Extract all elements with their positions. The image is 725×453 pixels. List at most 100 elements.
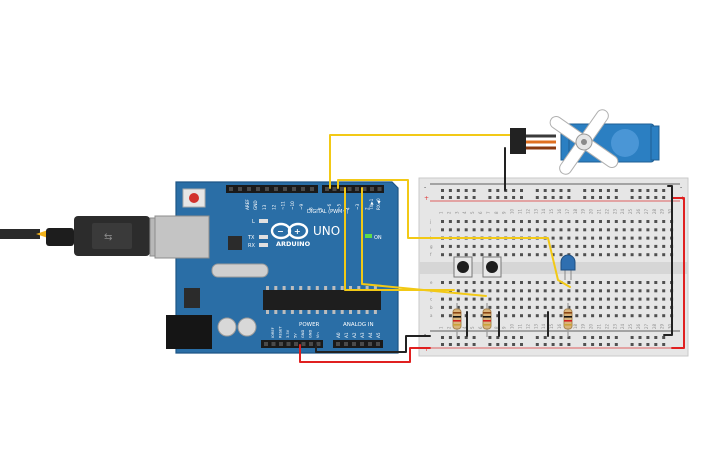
terminal-hole (654, 289, 658, 293)
terminal-hole (630, 228, 634, 232)
terminal-hole (599, 228, 602, 232)
row-letter: g (430, 244, 433, 249)
wires (299, 134, 685, 363)
terminal-hole (614, 236, 618, 240)
digital-header-high (226, 185, 318, 193)
column-number: 26 (636, 208, 641, 214)
rail-hole (599, 196, 602, 199)
terminal-hole (662, 297, 666, 301)
mcu-pin (365, 310, 369, 314)
breadboard[interactable]: - + - + - + 1122334455667788991010111112… (418, 177, 689, 357)
terminal-hole (567, 236, 571, 240)
rail-hole (448, 343, 452, 346)
terminal-hole (662, 289, 666, 293)
terminal-hole (472, 314, 476, 318)
terminal-hole (456, 253, 460, 257)
terminal-hole (646, 253, 650, 257)
terminal-hole (559, 289, 563, 293)
rail-hole (456, 189, 460, 192)
terminal-hole (662, 244, 666, 248)
rail-hole (599, 336, 602, 339)
rail-hole (614, 336, 618, 339)
terminal-hole (456, 228, 460, 232)
terminal-hole (496, 281, 500, 284)
mcu-pin (340, 286, 344, 290)
header-hole (274, 187, 278, 191)
terminal-hole (527, 297, 531, 301)
column-number: 11 (518, 208, 523, 214)
terminal-hole (472, 289, 476, 293)
digital-pin-label: ~5 (336, 203, 341, 210)
terminal-hole (606, 305, 610, 309)
terminal-hole (575, 220, 579, 223)
analog-pin-label: A4 (368, 332, 373, 338)
wire-rail-minus-jumper[interactable] (663, 185, 673, 336)
rail-hole (559, 336, 563, 339)
terminal-hole (559, 220, 563, 223)
terminal-hole (472, 228, 476, 232)
pushbutton-2[interactable] (482, 256, 502, 278)
resistor[interactable] (452, 303, 462, 337)
digital-pin-label: ~11 (281, 201, 286, 210)
mcu-pin (365, 286, 369, 290)
rail-hole (567, 343, 571, 346)
terminal-hole (614, 314, 618, 318)
terminal-hole (488, 305, 492, 309)
reset-button[interactable] (189, 193, 199, 203)
wire-5v[interactable] (299, 344, 431, 363)
header-hole (340, 187, 344, 191)
rail-hole (456, 336, 460, 339)
terminal-hole (464, 297, 468, 301)
terminal-hole (654, 220, 658, 223)
terminal-hole (614, 244, 618, 248)
terminal-hole (591, 228, 595, 232)
terminal-hole (535, 253, 539, 257)
terminal-hole (512, 314, 516, 318)
resistor[interactable] (563, 303, 573, 337)
column-number: 6 (478, 326, 483, 329)
terminal-hole (520, 253, 523, 257)
wire-button-2[interactable] (361, 187, 487, 297)
terminal-hole (472, 220, 476, 223)
terminal-hole (488, 253, 492, 257)
terminal-hole (441, 244, 444, 248)
dc-power-jack (166, 315, 212, 349)
rail-minus-top-label: - (424, 184, 426, 191)
header-hole (264, 342, 268, 346)
pushbutton-1[interactable] (453, 256, 473, 278)
wire-gnd[interactable] (315, 335, 431, 353)
rail-hole (638, 189, 642, 192)
terminal-hole (591, 297, 595, 301)
mcu-pin (307, 286, 311, 290)
rail-hole (559, 343, 563, 346)
terminal-hole (480, 253, 484, 257)
rail-hole (606, 196, 610, 199)
column-number: 27 (644, 208, 649, 214)
terminal-hole (662, 281, 666, 284)
terminal-hole (567, 297, 571, 301)
terminal-hole (448, 253, 452, 257)
power-pin-label: 5V (294, 333, 298, 338)
terminal-hole (464, 253, 468, 257)
column-number: 18 (573, 208, 578, 214)
terminal-hole (543, 281, 547, 284)
servo-horn[interactable] (529, 88, 638, 196)
wire-rail-plus-jumper[interactable] (671, 197, 685, 349)
header-hole (368, 342, 372, 346)
column-number: 28 (652, 323, 657, 329)
rx-label: RX (248, 243, 255, 249)
wire-led-signal[interactable] (337, 179, 571, 288)
rail-plus-bottom-label: + (424, 346, 429, 353)
header-hole (376, 342, 380, 346)
digital-pin-label: ~3 (355, 203, 360, 210)
led[interactable] (560, 254, 576, 280)
column-number: 11 (518, 323, 523, 329)
terminal-hole (575, 305, 579, 309)
wire-servo-signal[interactable] (329, 134, 511, 189)
resistor[interactable] (482, 303, 492, 337)
terminal-hole (614, 253, 618, 257)
terminal-hole (583, 253, 587, 257)
terminal-hole (543, 244, 547, 248)
servo-motor[interactable] (510, 88, 660, 196)
